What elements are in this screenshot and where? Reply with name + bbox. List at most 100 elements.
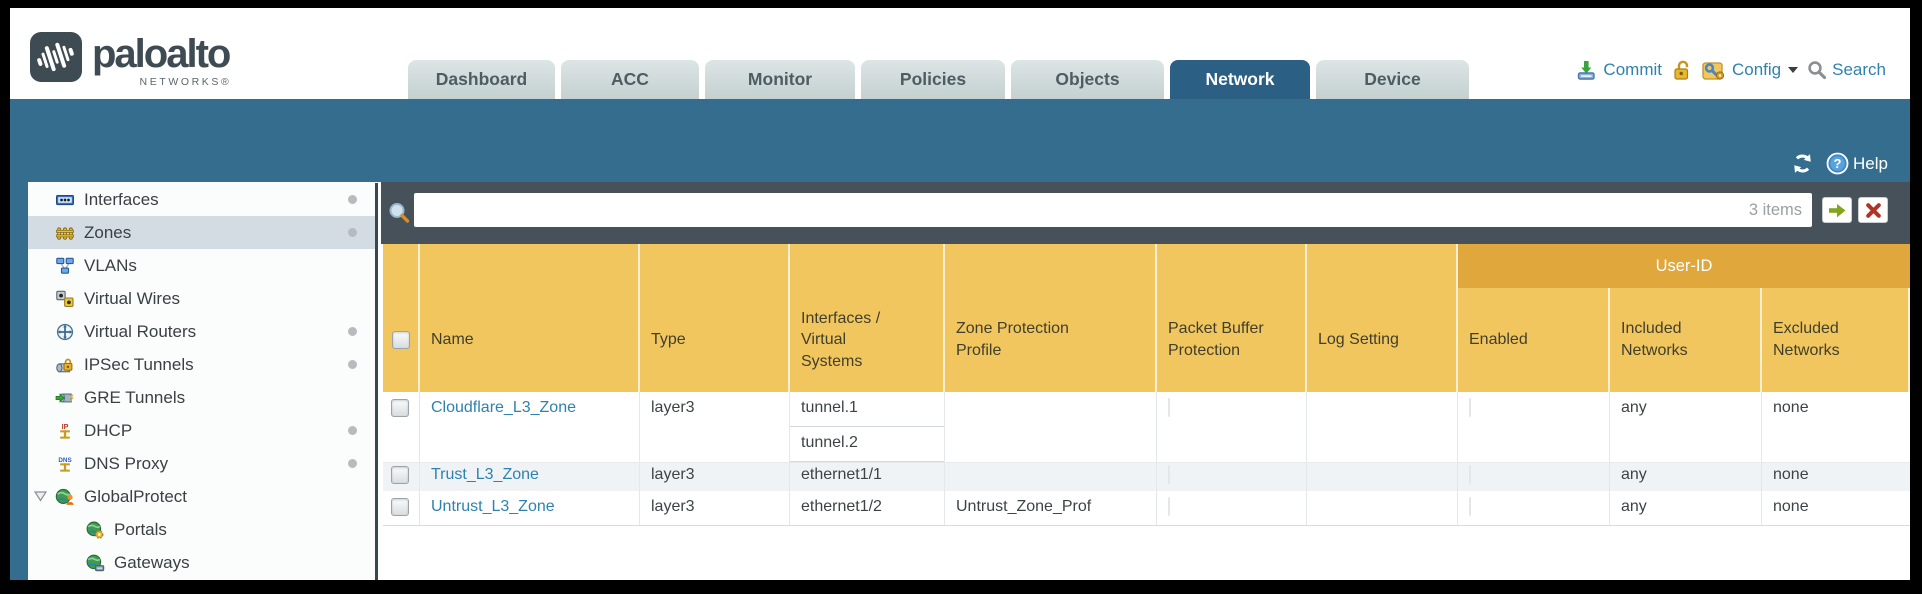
- portals-icon: [86, 521, 104, 539]
- zone-name-cell: Cloudflare_L3_Zone: [420, 392, 640, 462]
- logo-brand: paloalto: [92, 32, 231, 76]
- sidebar-item-gateways[interactable]: Gateways: [28, 546, 375, 579]
- filter-input[interactable]: [414, 193, 1749, 227]
- main-tabs: Dashboard ACC Monitor Policies Objects N…: [408, 60, 1469, 99]
- svg-text:DNS: DNS: [58, 456, 71, 463]
- column-header-interfaces[interactable]: Interfaces / Virtual Systems: [790, 244, 945, 392]
- column-header-included-networks[interactable]: Included Networks: [1610, 244, 1762, 392]
- sidebar-item-dns-proxy[interactable]: DNS DNS Proxy: [28, 447, 375, 480]
- row-checkbox[interactable]: [391, 399, 409, 417]
- clear-filter-button[interactable]: [1858, 197, 1888, 223]
- globalprotect-icon: [55, 488, 74, 505]
- apply-filter-arrow-icon: [1829, 203, 1846, 217]
- table-header: Name Type Interfaces / Virtual Systems Z…: [383, 244, 1910, 392]
- sidebar-item-virtual-routers[interactable]: Virtual Routers: [28, 315, 375, 348]
- zone-name-cell: Trust_L3_Zone: [420, 463, 640, 491]
- filter-search-icon: [389, 203, 410, 223]
- item-indicator-dot: [348, 426, 357, 435]
- row-checkbox-cell: [383, 463, 420, 491]
- config-menu[interactable]: Config: [1701, 59, 1799, 82]
- zone-type-cell: layer3: [640, 491, 790, 525]
- config-icon: [1702, 61, 1725, 80]
- tab-acc[interactable]: ACC: [561, 60, 699, 99]
- svg-text:?: ?: [1834, 156, 1842, 171]
- select-all-checkbox-cell: [383, 244, 420, 392]
- column-header-packet-buffer-protection[interactable]: Packet Buffer Protection: [1157, 244, 1307, 392]
- search-icon: [1808, 61, 1827, 80]
- item-indicator-dot: [348, 327, 357, 336]
- item-indicator-dot: [348, 360, 357, 369]
- zone-name-link[interactable]: Cloudflare_L3_Zone: [431, 399, 576, 416]
- included-networks-cell: any: [1610, 463, 1762, 491]
- user-id-group-header: User-ID: [1458, 244, 1910, 288]
- column-header-type[interactable]: Type: [640, 244, 790, 392]
- column-header-enabled[interactable]: Enabled: [1458, 244, 1610, 392]
- log-setting-cell: [1307, 463, 1458, 491]
- svg-text:IP: IP: [62, 422, 69, 431]
- sidebar-item-ipsec-tunnels[interactable]: IPSec Tunnels: [28, 348, 375, 381]
- help-button[interactable]: ? Help: [1826, 152, 1888, 175]
- zone-protection-profile-cell: [945, 392, 1157, 462]
- help-icon: ?: [1826, 152, 1849, 175]
- sidebar-item-label: VLANs: [84, 255, 137, 275]
- left-margin-strip: [10, 182, 28, 580]
- column-header-name[interactable]: Name: [420, 244, 640, 392]
- zone-interfaces-cell: ethernet1/2: [790, 491, 945, 525]
- sidebar-item-portals[interactable]: Portals: [28, 513, 375, 546]
- table-row: Untrust_L3_Zone layer3 ethernet1/2 Untru…: [383, 491, 1910, 526]
- log-setting-cell: [1307, 392, 1458, 462]
- column-header-log-setting[interactable]: Log Setting: [1307, 244, 1458, 392]
- sidebar-item-interfaces[interactable]: Interfaces: [28, 183, 375, 216]
- expand-triangle-icon[interactable]: [34, 491, 47, 502]
- sidebar-item-label: Virtual Wires: [84, 288, 181, 308]
- apply-filter-button[interactable]: [1822, 197, 1852, 223]
- sidebar-item-label: GlobalProtect: [84, 486, 187, 506]
- column-header-excluded-networks[interactable]: Excluded Networks: [1762, 244, 1910, 392]
- search-link[interactable]: Search: [1807, 60, 1886, 80]
- paloalto-logo-icon: [30, 32, 82, 82]
- tab-device[interactable]: Device: [1316, 60, 1469, 99]
- utility-links: Commit Config: [1574, 58, 1886, 82]
- sidebar-item-zones[interactable]: Zones: [28, 216, 375, 249]
- commit-label: Commit: [1603, 60, 1662, 79]
- row-checkbox-cell: [383, 491, 420, 525]
- zone-interfaces-cell: ethernet1/1: [790, 463, 945, 491]
- refresh-icon[interactable]: [1791, 152, 1814, 175]
- user-id-enabled-cell: [1458, 491, 1610, 525]
- sidebar-item-label: Portals: [114, 519, 167, 539]
- commit-button[interactable]: Commit: [1574, 58, 1662, 82]
- sidebar-item-label: DHCP: [84, 420, 133, 440]
- user-id-enabled-cell: [1458, 463, 1610, 491]
- zone-type-cell: layer3: [640, 392, 790, 462]
- vlans-icon: [56, 257, 74, 274]
- interface-subcell: tunnel.1: [790, 392, 944, 427]
- tab-dashboard[interactable]: Dashboard: [408, 60, 555, 99]
- zone-name-cell: Untrust_L3_Zone: [420, 491, 640, 525]
- logo-subtitle: NETWORKS®: [139, 76, 232, 88]
- network-sidebar: Interfaces Zones VLANs: [28, 183, 378, 580]
- tab-objects[interactable]: Objects: [1011, 60, 1164, 99]
- sidebar-item-dhcp[interactable]: IP DHCP: [28, 414, 375, 447]
- row-checkbox[interactable]: [391, 498, 409, 516]
- dns-proxy-icon: DNS: [58, 456, 72, 472]
- zone-name-link[interactable]: Trust_L3_Zone: [431, 466, 539, 483]
- tab-policies[interactable]: Policies: [861, 60, 1005, 99]
- sidebar-item-vlans[interactable]: VLANs: [28, 249, 375, 282]
- lock-icon[interactable]: [1671, 59, 1692, 82]
- sidebar-item-label: IPSec Tunnels: [84, 354, 194, 374]
- tab-monitor[interactable]: Monitor: [705, 60, 855, 99]
- teal-band: ? Help: [10, 99, 1910, 182]
- zones-icon: [56, 226, 74, 240]
- row-checkbox[interactable]: [391, 466, 409, 484]
- select-all-checkbox[interactable]: [391, 331, 410, 349]
- sidebar-item-gre-tunnels[interactable]: GRE Tunnels: [28, 381, 375, 414]
- zone-name-link[interactable]: Untrust_L3_Zone: [431, 498, 555, 515]
- column-header-zone-protection-profile[interactable]: Zone Protection Profile: [945, 244, 1157, 392]
- user-id-enabled-checkbox: [1469, 497, 1471, 516]
- sidebar-item-globalprotect[interactable]: GlobalProtect: [28, 480, 375, 513]
- sidebar-item-virtual-wires[interactable]: Virtual Wires: [28, 282, 375, 315]
- log-setting-cell: [1307, 491, 1458, 525]
- tab-network[interactable]: Network: [1170, 60, 1310, 99]
- virtual-routers-icon: [56, 323, 74, 340]
